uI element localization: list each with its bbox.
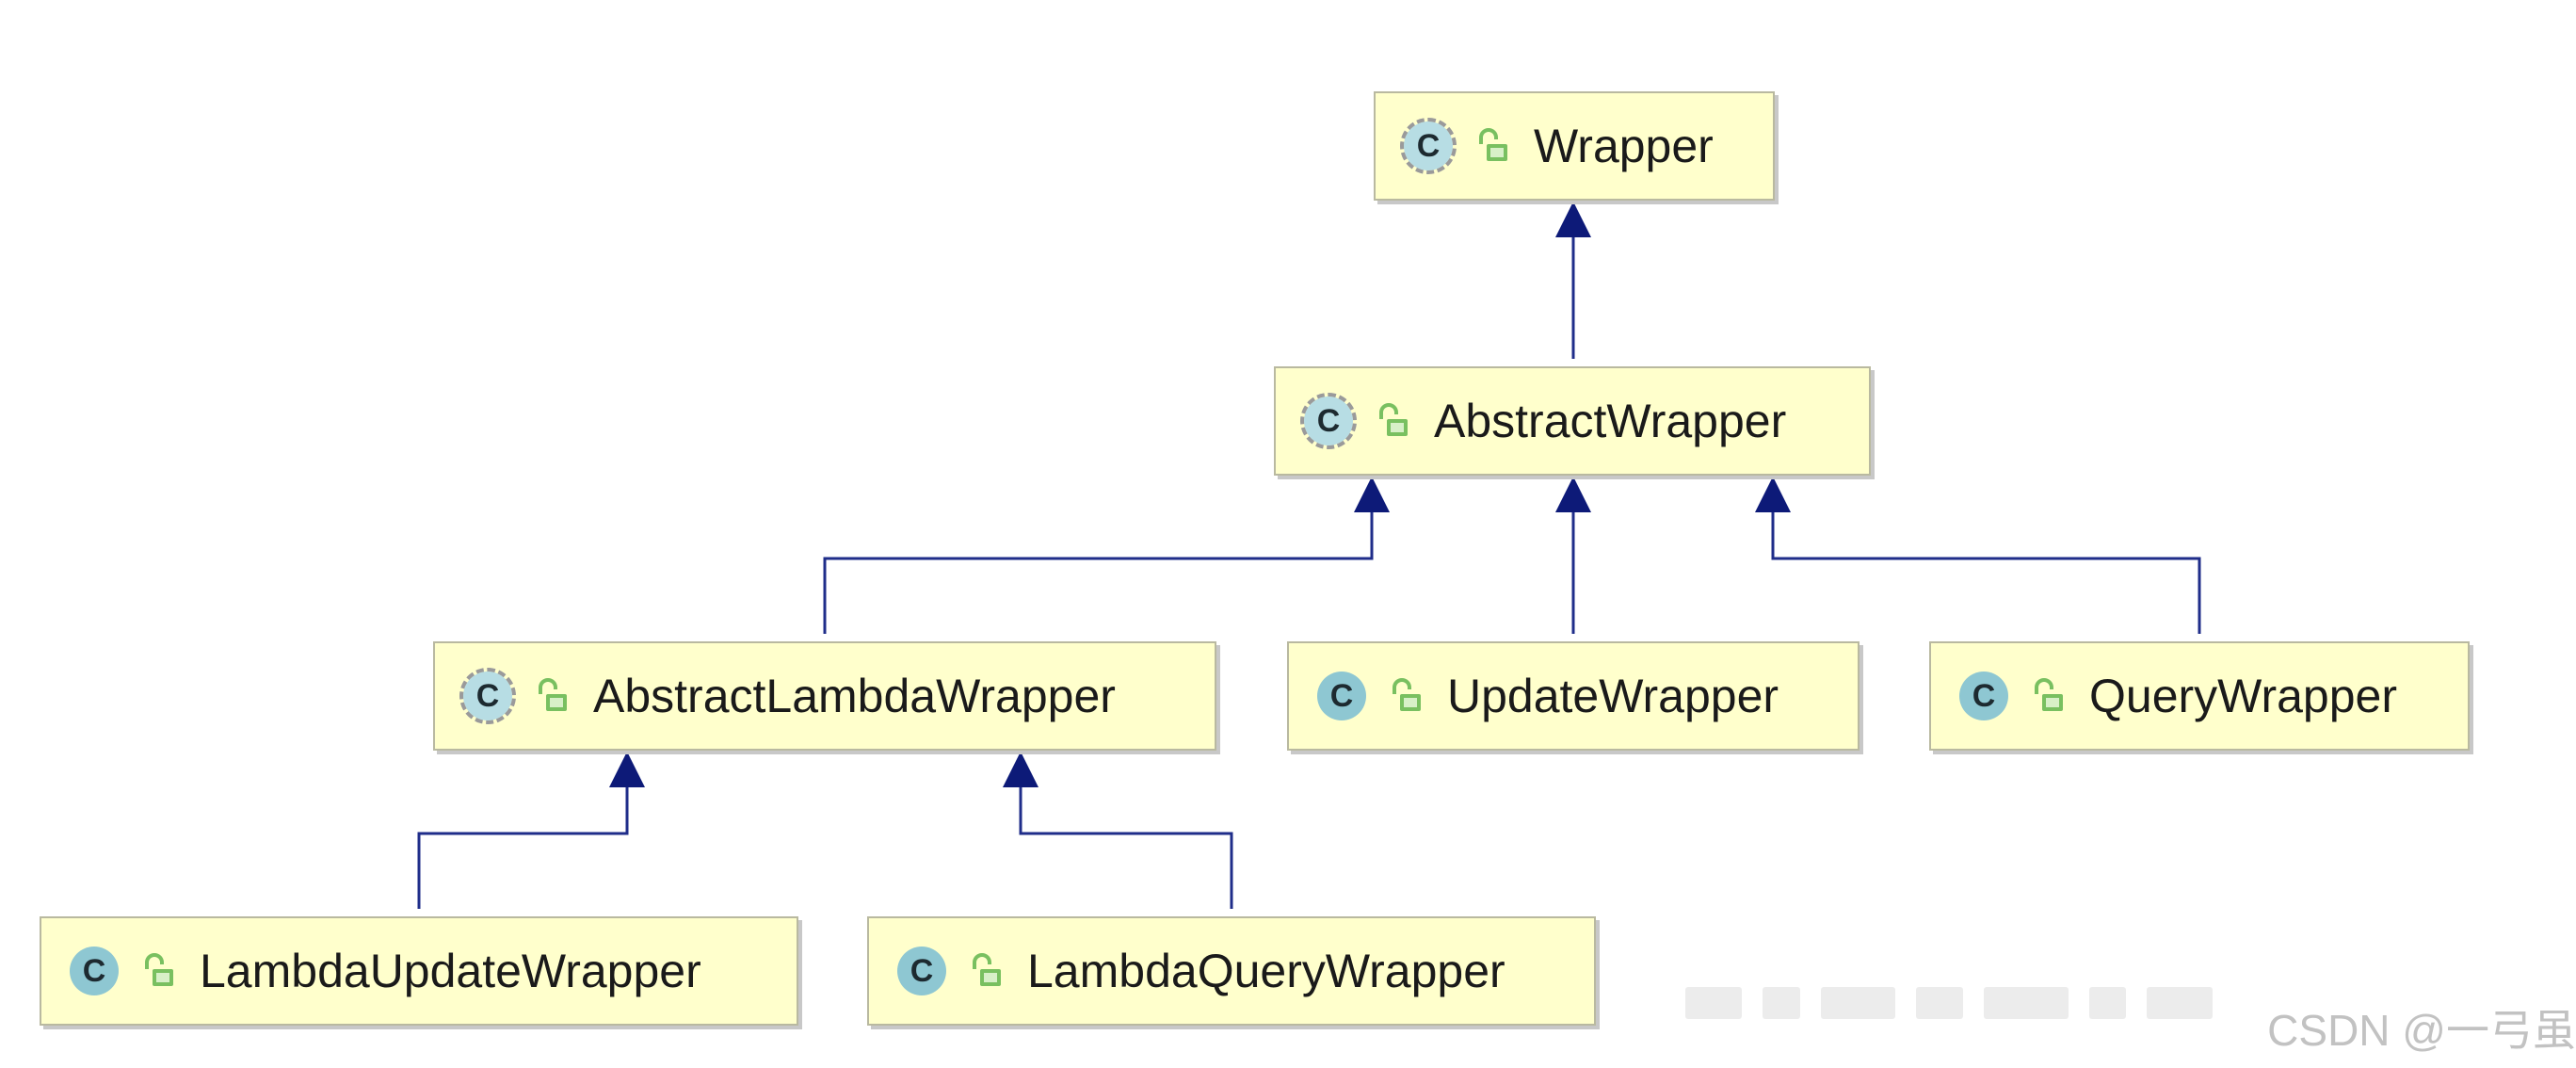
node-label: AbstractWrapper [1434,395,1787,447]
open-lock-icon [539,678,567,711]
node-label: UpdateWrapper [1447,670,1779,722]
class-icon: C [70,947,119,995]
inheritance-arrowhead-lambda_update_wrapper-to-abstract_lambda_wrapper [609,752,645,787]
node-abstract-lambda-wrapper[interactable]: C AbstractLambdaWrapper [433,641,1216,751]
node-label: Wrapper [1534,120,1714,172]
inheritance-arrowhead-update_wrapper-to-abstract_wrapper [1555,477,1591,512]
inheritance-arrowhead-lambda_query_wrapper-to-abstract_lambda_wrapper [1003,752,1038,787]
node-lambda-update-wrapper[interactable]: C LambdaUpdateWrapper [40,916,798,1026]
watermark: CSDN @一弓虽 [2267,1006,2576,1055]
inheritance-arrowhead-query_wrapper-to-abstract_wrapper [1755,477,1791,512]
inheritance-line-query_wrapper-to-abstract_wrapper [1771,512,2201,634]
node-label: LambdaUpdateWrapper [200,945,701,997]
node-label: QueryWrapper [2089,670,2397,722]
open-lock-icon [145,953,173,986]
node-lambda-query-wrapper[interactable]: C LambdaQueryWrapper [867,916,1596,1026]
abstract-class-icon: C [1400,118,1457,174]
inheritance-line-abstract_lambda_wrapper-to-abstract_wrapper [823,512,1374,634]
watermark-blur [1685,970,2213,1036]
inheritance-arrowhead-abstract_lambda_wrapper-to-abstract_wrapper [1354,477,1390,512]
class-icon: C [897,947,946,995]
open-lock-icon [2035,678,2063,711]
open-lock-icon [1393,678,1421,711]
class-icon: C [1317,672,1366,720]
node-update-wrapper[interactable]: C UpdateWrapper [1287,641,1860,751]
inheritance-line-lambda_update_wrapper-to-abstract_lambda_wrapper [417,787,629,909]
abstract-class-icon: C [459,668,516,724]
node-query-wrapper[interactable]: C QueryWrapper [1929,641,2470,751]
open-lock-icon [973,953,1001,986]
inheritance-line-lambda_query_wrapper-to-abstract_lambda_wrapper [1019,787,1233,909]
open-lock-icon [1479,128,1507,161]
class-icon: C [1959,672,2008,720]
node-abstract-wrapper[interactable]: C AbstractWrapper [1274,366,1871,476]
inheritance-arrowhead-abstract_wrapper-to-wrapper [1555,202,1591,237]
abstract-class-icon: C [1300,393,1357,449]
node-label: LambdaQueryWrapper [1027,945,1505,997]
node-label: AbstractLambdaWrapper [593,670,1116,722]
open-lock-icon [1379,403,1408,436]
node-wrapper[interactable]: C Wrapper [1374,91,1775,201]
